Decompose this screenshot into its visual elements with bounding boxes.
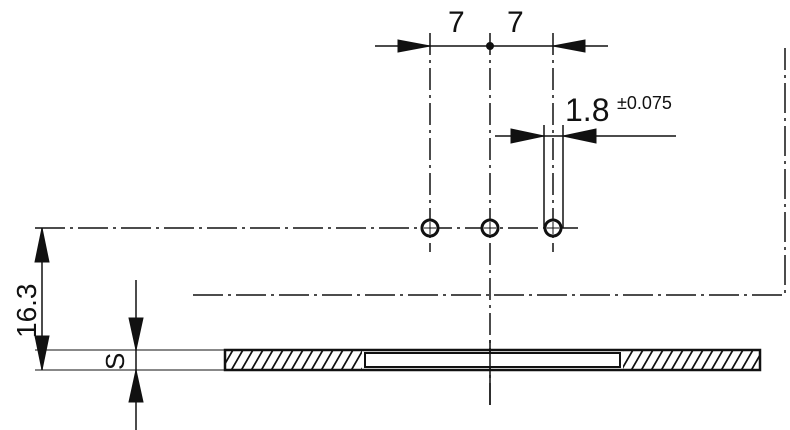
height-label: 16.3 [11, 284, 42, 339]
plate-outline [223, 348, 762, 372]
pitch-label-left: 7 [448, 6, 465, 39]
arrow-right [397, 39, 431, 53]
pin-width-tolerance: ±0.075 [617, 93, 672, 113]
plate-hatch-right [623, 351, 759, 369]
arrow-left [552, 39, 586, 53]
plate-hatch-left [226, 351, 362, 369]
plate-opening [364, 352, 621, 368]
pin-width-label: 1.8 [565, 92, 609, 128]
pitch-label-right: 7 [507, 6, 524, 39]
housing-outline [193, 48, 786, 296]
thickness-label: S [100, 353, 130, 370]
